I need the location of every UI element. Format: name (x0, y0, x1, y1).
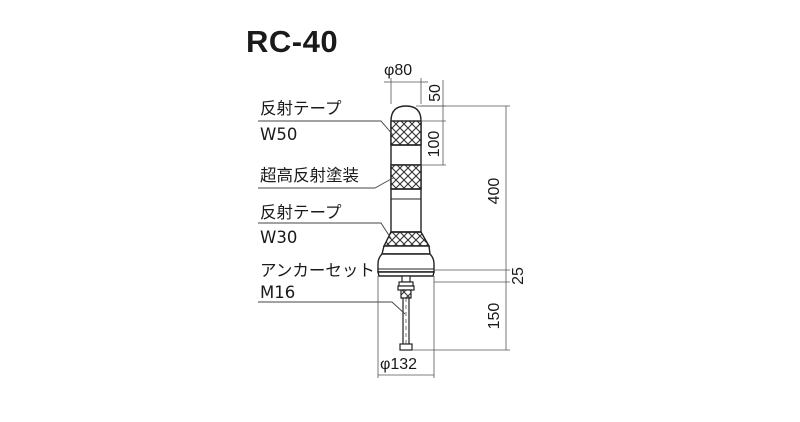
label-anchor-set-size: M16 (260, 283, 296, 302)
label-reflective-tape-1: 反射テープ (260, 99, 342, 118)
label-reflective-tape-2-width: W30 (260, 228, 298, 247)
label-reflective-tape-2: 反射テープ (260, 203, 342, 222)
dim-post-height: 400 (486, 177, 503, 205)
post-body (381, 105, 431, 255)
dim-base-diameter: φ132 (380, 356, 418, 373)
reflective-tape-band-2 (390, 164, 422, 190)
label-anchor-set: アンカーセット (260, 261, 375, 280)
dim-base-height: 25 (510, 267, 527, 285)
anchor-bolt (397, 275, 415, 351)
dim-tape-spacing: 100 (426, 130, 443, 158)
post-base (377, 253, 435, 277)
reflective-tape-band-3 (382, 231, 431, 247)
label-reflective-tape-1-width: W50 (260, 125, 298, 144)
model-title: RC-40 (246, 24, 339, 59)
reflective-tape-band-1 (390, 120, 422, 146)
dim-anchor-length: 150 (486, 302, 503, 330)
dim-cap-height: 50 (427, 84, 444, 102)
label-reflective-coating: 超高反射塗装 (260, 166, 359, 185)
dimension-lines (377, 78, 510, 378)
leader-lines (258, 120, 406, 315)
dim-top-diameter: φ80 (384, 62, 413, 79)
